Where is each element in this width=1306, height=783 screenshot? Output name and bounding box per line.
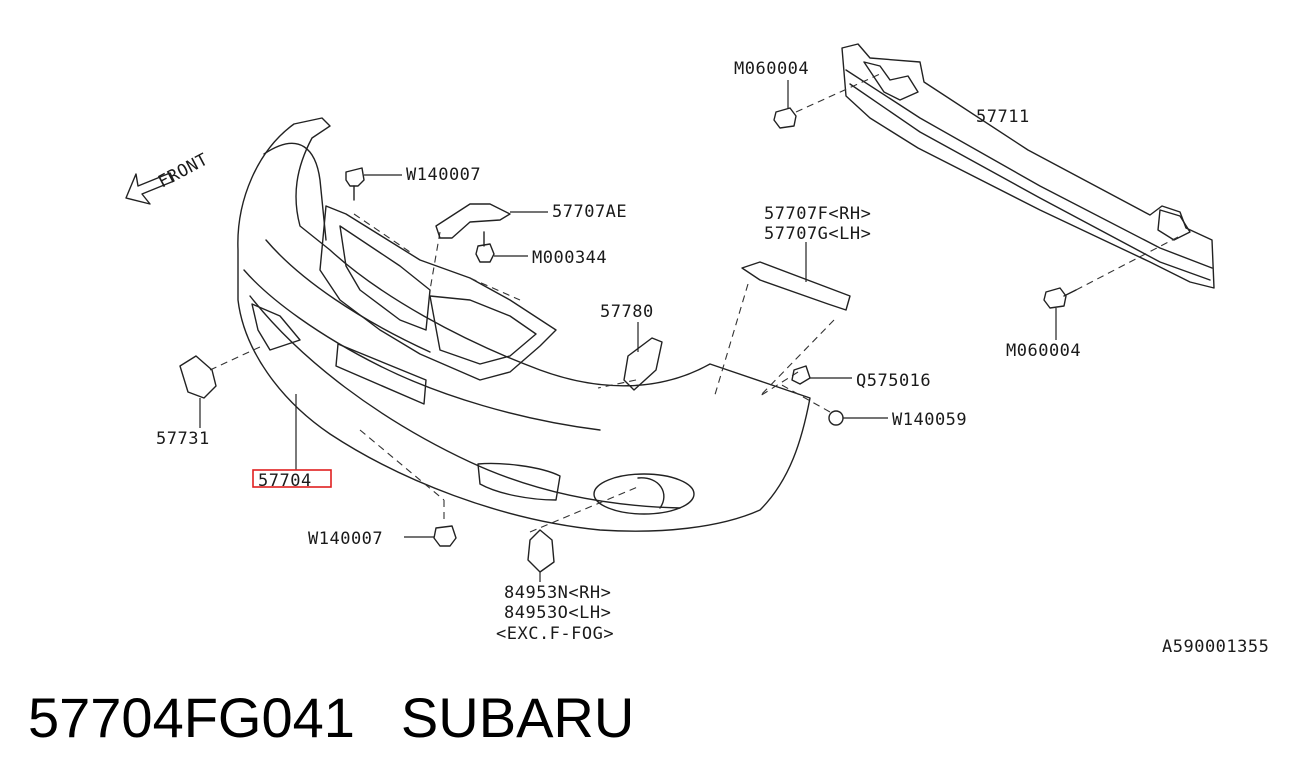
- label-w140059: W140059: [892, 410, 967, 430]
- highlight-box-57704: [252, 469, 332, 488]
- screw-q575016: [791, 365, 852, 385]
- label-57707g: 57707G<LH>: [764, 224, 871, 244]
- bracket-57707f-g: [741, 242, 851, 311]
- clip-w140007-bottom: [404, 525, 457, 547]
- clip-w140007-top: [345, 167, 402, 201]
- label-w140007-bottom: W140007: [308, 529, 383, 549]
- bumper-parts-diagram: FRONT: [125, 43, 1269, 657]
- label-84953o: 84953O<LH>: [504, 603, 611, 623]
- clip-w140059: [828, 410, 888, 426]
- part-number: 57704FG041: [28, 686, 355, 749]
- side-cover-57780: [623, 322, 663, 391]
- reinforcement-beam: [841, 43, 1215, 289]
- label-57707ae: 57707AE: [552, 202, 627, 222]
- label-57704: 57704: [258, 471, 312, 491]
- label-q575016: Q575016: [856, 371, 931, 391]
- label-w140007-top: W140007: [406, 165, 481, 185]
- label-exc-fog: <EXC.F-FOG>: [496, 624, 614, 644]
- label-m000344: M000344: [532, 248, 607, 268]
- label-57731: 57731: [156, 429, 210, 449]
- label-57780: 57780: [600, 302, 654, 322]
- guide-lines: [209, 213, 835, 533]
- caption: 57704FG041 SUBARU: [28, 686, 634, 750]
- label-m060004-right: M060004: [1006, 341, 1081, 361]
- label-57711: 57711: [976, 107, 1030, 127]
- bolt-m000344: [475, 231, 528, 263]
- bracket-57707ae: [435, 203, 548, 239]
- front-arrow-icon: FRONT: [125, 150, 212, 205]
- brand-name: SUBARU: [400, 686, 635, 749]
- label-84953n: 84953N<RH>: [504, 583, 611, 603]
- figure-id: A590001355: [1162, 637, 1269, 657]
- front-marker-label: FRONT: [155, 150, 212, 193]
- bumper-cover: [237, 117, 811, 532]
- grille-frame: [319, 205, 557, 381]
- bolt-m060004-top: [773, 73, 881, 129]
- side-part-57731: [179, 355, 217, 428]
- label-m060004-top: M060004: [734, 59, 809, 79]
- bolt-m060004-right: [1043, 235, 1181, 340]
- label-57707f: 57707F<RH>: [764, 204, 871, 224]
- fog-cover-84953: [527, 529, 555, 582]
